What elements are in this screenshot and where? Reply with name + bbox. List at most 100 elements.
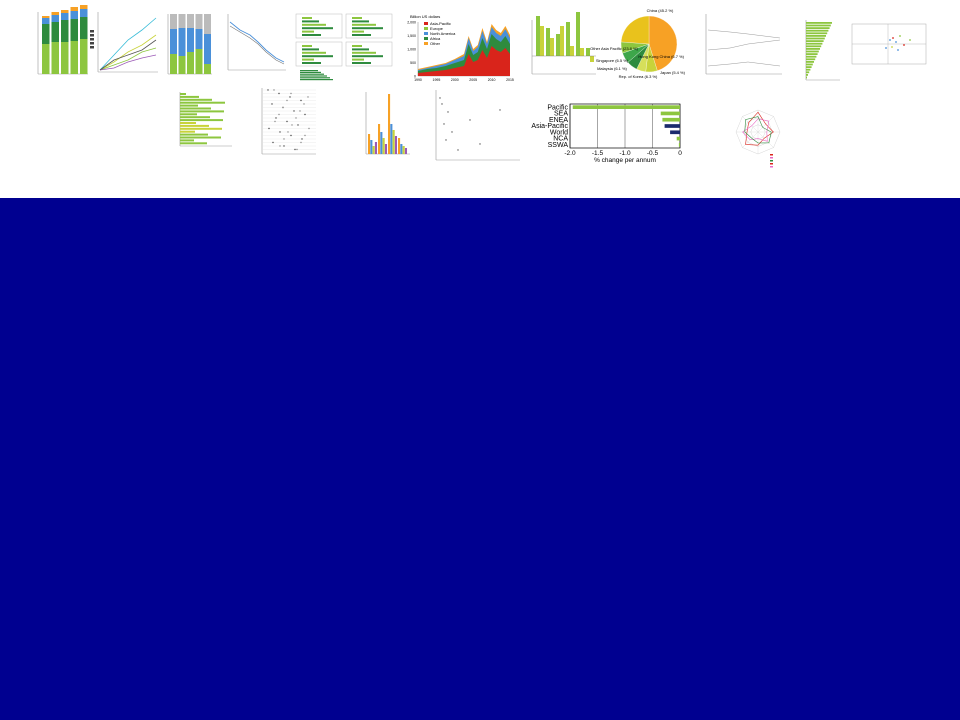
scatter-point <box>443 123 445 125</box>
legend-swatch <box>770 160 773 162</box>
dot <box>289 96 291 98</box>
bar <box>384 144 387 154</box>
thumb-horizontal-bars-12 <box>179 92 232 147</box>
legend-label: Africa <box>430 36 441 41</box>
legend-label: Other <box>430 41 441 46</box>
bar <box>398 138 401 154</box>
bar-segment <box>178 14 186 28</box>
bar <box>566 22 570 56</box>
legend-swatch <box>424 32 428 35</box>
bar <box>180 142 207 145</box>
bar <box>806 29 829 32</box>
thumb-area-chart-6: Billion US dollars05001,0001,5002,000199… <box>407 14 514 82</box>
bar <box>352 51 376 54</box>
bar-segment <box>51 42 59 74</box>
bar <box>302 62 321 64</box>
thumb-grouped-bar-7 <box>531 12 596 75</box>
scatter-point <box>899 35 901 37</box>
pie-slice <box>648 15 678 71</box>
bar <box>352 34 371 36</box>
bar <box>806 68 811 71</box>
bar <box>180 136 221 139</box>
series-line <box>99 34 157 71</box>
bar <box>806 37 825 40</box>
slice-label: Singapore (6.5 %) <box>596 58 629 63</box>
bar-asia-pacific <box>664 124 680 128</box>
bar <box>180 113 197 116</box>
bar <box>576 12 580 56</box>
thumb-line-chart-2 <box>97 12 158 73</box>
bar-segment <box>70 41 78 74</box>
x-tick-label: 2010 <box>488 78 496 82</box>
scatter-point <box>885 47 887 49</box>
x-tick-label: 0 <box>678 150 682 157</box>
radar-spoke <box>757 131 774 148</box>
bar <box>806 61 814 63</box>
scatter-point <box>889 39 891 41</box>
thumb-scatter-quadrants-11 <box>851 23 927 65</box>
bar-pacific <box>572 105 680 109</box>
series-line <box>99 17 157 71</box>
bar-segment <box>42 18 50 24</box>
bar <box>180 101 225 104</box>
scatter-point <box>897 49 899 51</box>
bar-segment <box>195 49 203 74</box>
bar-segment <box>187 28 194 52</box>
y-tick-label: 1,500 <box>407 34 416 38</box>
series-line <box>707 29 781 39</box>
bar <box>806 71 810 74</box>
dot <box>283 138 285 140</box>
bar-segment <box>170 29 177 54</box>
blank-slide-area <box>0 198 960 720</box>
scatter-point <box>499 109 501 111</box>
dot <box>303 103 305 105</box>
dot <box>286 99 288 102</box>
bar <box>372 146 375 154</box>
bar <box>300 75 327 77</box>
bar <box>404 148 407 154</box>
thumb-decline-line-4 <box>227 14 286 71</box>
bar <box>590 56 594 62</box>
bar <box>374 142 377 154</box>
bar-segment <box>51 15 59 22</box>
dot <box>291 124 293 126</box>
scatter-point <box>903 44 905 46</box>
legend-swatch <box>90 42 94 45</box>
dot <box>297 124 299 126</box>
legend-swatch <box>424 42 428 45</box>
thumb-line-chart-9 <box>705 14 782 75</box>
bar-world <box>670 130 680 135</box>
bar <box>180 139 194 142</box>
series-line <box>229 21 285 63</box>
scatter-point <box>891 46 893 48</box>
bar <box>302 34 321 36</box>
thumb-small-multiples-5 <box>295 13 393 81</box>
bar <box>300 70 318 72</box>
bar-sea <box>660 111 680 116</box>
dot <box>295 117 297 119</box>
legend-label: North America <box>430 31 456 36</box>
legend-swatch <box>90 38 94 41</box>
bar-segment <box>170 14 177 29</box>
bar <box>180 110 224 113</box>
panel-frame <box>295 41 343 67</box>
bar <box>302 17 312 19</box>
dot <box>308 127 310 130</box>
bar-sswa <box>678 143 680 147</box>
dot <box>300 141 302 144</box>
bar-segment <box>80 17 88 39</box>
bar <box>302 58 314 61</box>
bar <box>806 42 823 45</box>
dot <box>293 110 295 112</box>
legend-swatch <box>90 30 94 33</box>
bar-segment <box>51 12 59 15</box>
bar <box>380 132 383 154</box>
bar <box>180 98 212 101</box>
y-tick-label: 0 <box>414 75 416 79</box>
bar <box>180 107 211 110</box>
bar <box>580 48 584 56</box>
bar-segment <box>204 34 211 64</box>
bar <box>302 51 326 54</box>
bar <box>180 130 195 133</box>
x-tick-label: -1.0 <box>619 150 631 157</box>
